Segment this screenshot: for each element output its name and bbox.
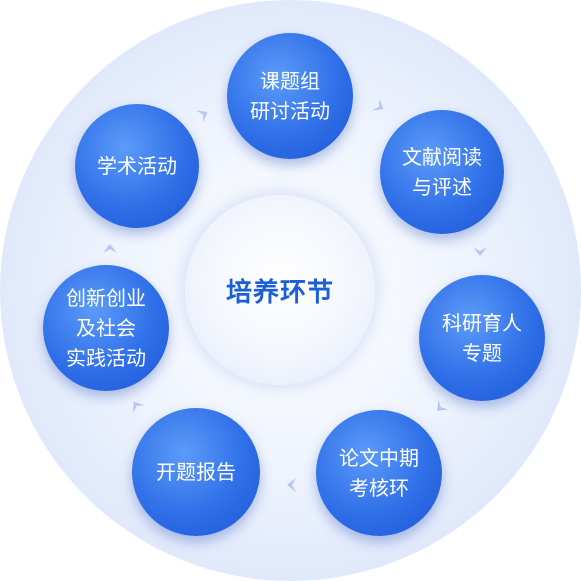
chevron-icon [122, 391, 150, 419]
chevron-icon [281, 475, 301, 495]
node-research-group: 课题组 研讨活动 [227, 33, 353, 159]
node-midterm-assessment: 论文中期 考核环 [316, 410, 442, 536]
node-proposal-report: 开题报告 [132, 408, 260, 536]
chevron-icon [190, 100, 217, 127]
node-label: 论文中期 考核环 [339, 446, 419, 500]
center-label: 培养环节 [225, 277, 334, 308]
chevron-icon [470, 242, 490, 262]
chevron-icon [100, 238, 120, 258]
node-label: 科研育人 专题 [442, 311, 522, 365]
center-disc: 培养环节 [185, 195, 375, 385]
chevron-icon [366, 93, 393, 120]
node-label: 文献阅读 与评述 [402, 145, 482, 199]
node-label: 课题组 研讨活动 [250, 69, 330, 123]
node-academic-activities: 学术活动 [75, 104, 199, 228]
node-innovation-practice: 创新创业 及社会 实践活动 [43, 265, 169, 391]
node-literature-review: 文献阅读 与评述 [380, 110, 504, 234]
chevron-icon [426, 394, 454, 422]
node-label: 学术活动 [97, 154, 177, 178]
node-label: 开题报告 [156, 460, 236, 484]
node-research-education: 科研育人 专题 [419, 275, 545, 401]
node-label: 创新创业 及社会 实践活动 [66, 286, 146, 370]
